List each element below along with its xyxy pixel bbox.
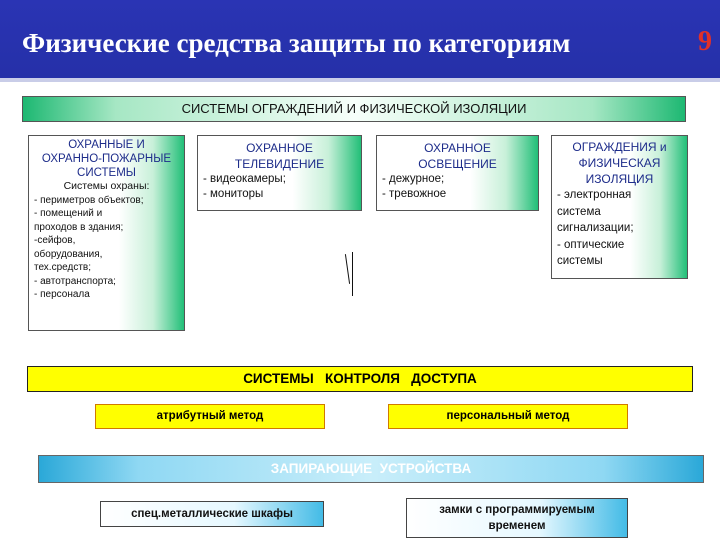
list-item: проходов в здания; xyxy=(34,221,124,233)
connector-line xyxy=(352,252,353,296)
metal-cabinets-box: спец.металлические шкафы xyxy=(100,501,324,527)
metal-cabinets-label: спец.металлические шкафы xyxy=(131,508,293,520)
security-lighting-box: ОХРАННОЕ ОСВЕЩЕНИЕ - дежурное; - тревожн… xyxy=(376,135,539,211)
security-fire-systems-box: ОХРАННЫЕ И ОХРАННО-ПОЖАРНЫЕ СИСТЕМЫ Сист… xyxy=(28,135,185,331)
list-item: - мониторы xyxy=(203,188,264,200)
box2-heading: ОХРАННОЕ ТЕЛЕВИДЕНИЕ xyxy=(234,141,325,171)
box3-heading: ОХРАННОЕ ОСВЕЩЕНИЕ xyxy=(418,141,497,171)
access-control-bar: СИСТЕМЫ КОНТРОЛЯ ДОСТУПА xyxy=(27,366,693,392)
box2-list: - видеокамеры; - мониторы xyxy=(203,172,356,202)
list-item: - электронная xyxy=(557,189,632,201)
list-item: система xyxy=(557,205,601,218)
attribute-method-box: атрибутный метод xyxy=(95,404,325,429)
security-tv-box: ОХРАННОЕ ТЕЛЕВИДЕНИЕ - видеокамеры; - мо… xyxy=(197,135,362,211)
list-item: - персонала xyxy=(34,289,90,300)
list-item: тех.средств; xyxy=(34,262,91,273)
personal-method-label: персональный метод xyxy=(446,410,570,422)
fencing-systems-bar: СИСТЕМЫ ОГРАЖДЕНИЙ И ФИЗИЧЕСКОЙ ИЗОЛЯЦИИ xyxy=(22,96,686,122)
list-item: системы xyxy=(557,255,603,267)
list-item: сигнализации; xyxy=(557,222,634,234)
programmable-locks-label: замки с программируемым временем xyxy=(439,504,595,532)
fencing-isolation-box: ОГРАЖДЕНИЯ и ФИЗИЧЕСКАЯ ИЗОЛЯЦИЯ - элект… xyxy=(551,135,688,279)
list-item: - оптические xyxy=(557,238,625,251)
list-item: оборудования, xyxy=(34,248,103,260)
personal-method-box: персональный метод xyxy=(388,404,628,429)
locking-devices-bar: ЗАПИРАЮЩИЕ УСТРОЙСТВА xyxy=(38,455,704,483)
list-item: -сейфов, xyxy=(34,235,76,246)
title-banner: Физические средства защиты по категориям… xyxy=(0,0,720,82)
list-item: - тревожное xyxy=(382,188,447,200)
list-item: - помещений и xyxy=(34,208,103,219)
box1-list: - периметров объектов; - помещений и про… xyxy=(32,194,181,302)
page-title: Физические средства защиты по категориям xyxy=(22,28,571,58)
box3-list: - дежурное; - тревожное xyxy=(382,172,533,202)
programmable-locks-box: замки с программируемым временем xyxy=(406,498,628,538)
access-control-label: СИСТЕМЫ КОНТРОЛЯ ДОСТУПА xyxy=(243,371,477,386)
connector-line xyxy=(344,254,351,284)
list-item: - видеокамеры; xyxy=(203,173,286,185)
slide-number: 9 xyxy=(698,26,712,57)
list-item: - дежурное; xyxy=(382,173,445,185)
box4-heading: ОГРАЖДЕНИЯ и ФИЗИЧЕСКАЯ ИЗОЛЯЦИЯ xyxy=(572,140,667,186)
fencing-systems-label: СИСТЕМЫ ОГРАЖДЕНИЙ И ФИЗИЧЕСКОЙ ИЗОЛЯЦИИ xyxy=(181,101,527,116)
list-item: - периметров объектов; xyxy=(34,194,144,206)
list-item: - автотранспорта; xyxy=(34,275,116,287)
box1-heading: ОХРАННЫЕ И ОХРАННО-ПОЖАРНЫЕ СИСТЕМЫ xyxy=(41,139,172,179)
box4-list: - электронная система сигнализации; - оп… xyxy=(557,187,682,270)
locking-devices-label: ЗАПИРАЮЩИЕ УСТРОЙСТВА xyxy=(270,461,472,476)
box1-subheading: Системы охраны: xyxy=(63,180,150,192)
attribute-method-label: атрибутный метод xyxy=(156,410,264,422)
